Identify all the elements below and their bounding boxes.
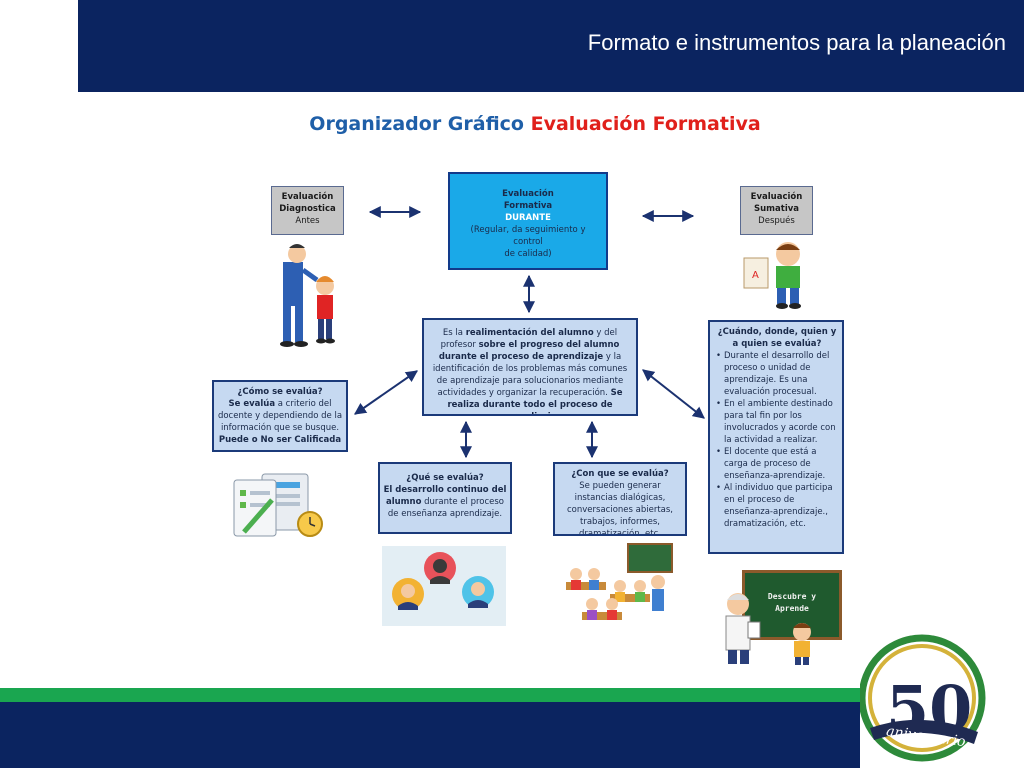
como-title: ¿Cómo se evalúa? — [237, 387, 323, 397]
con-box: ¿Con que se evalúa? Se pueden generar in… — [553, 462, 687, 536]
como-text-3: Puede o No ser Calificada — [218, 435, 342, 445]
formativa-line-5: de calidad) — [504, 249, 552, 259]
diagnostica-box: Evaluación Diagnostica Antes — [271, 186, 344, 235]
como-text-1: Se evalúa — [228, 399, 276, 409]
definition-box: Es la realimentación del alumno y del pr… — [422, 318, 638, 416]
svg-text:A: A — [752, 270, 759, 281]
cuando-box: ¿Cuándo, donde, quien y a quien se evalú… — [708, 320, 844, 554]
cuando-list: Durante el desarrollo del proceso o unid… — [715, 350, 839, 530]
cuando-title: ¿Cuándo, donde, quien y a quien se evalú… — [717, 327, 837, 349]
sumativa-line-2: Sumativa — [753, 204, 800, 214]
diagram-subtitle: Organizador Gráfico Evaluación Formativa — [0, 113, 1024, 135]
footer-green-stripe — [0, 688, 860, 702]
cuando-item: El docente que está a carga de proceso d… — [716, 446, 839, 482]
people-pins-illustration — [382, 546, 506, 626]
clipboard-clock-icon — [233, 473, 323, 537]
cuando-item: Al individuo que participa en el proceso… — [716, 482, 839, 530]
header-bar — [78, 0, 1024, 92]
chalkboard-line-1: Descubre y — [767, 592, 817, 601]
arrow-main-como — [354, 370, 418, 415]
sumativa-line-3: Después — [758, 216, 795, 226]
que-title: ¿Qué se evalúa? — [406, 473, 484, 483]
slide-title: Formato e instrumentos para la planeació… — [587, 30, 1006, 55]
definition-text-5: y la identificación de los problemas más… — [432, 352, 628, 398]
footer-bar — [0, 702, 860, 768]
subtitle-part-2: Evaluación Formativa — [530, 113, 761, 135]
diagnostica-line-3: Antes — [295, 216, 320, 226]
chalkboard: Descubre y Aprende — [742, 570, 842, 640]
que-text-2: durante el proceso de enseñanza aprendiz… — [387, 497, 505, 519]
definition-text-2: realimentación del alumno — [465, 328, 594, 338]
formativa-line-2: Formativa — [503, 201, 553, 211]
que-box: ¿Qué se evalúa? El desarrollo continuo d… — [378, 462, 512, 534]
definition-text-6: Se realiza durante todo el proceso de ap… — [447, 388, 623, 414]
como-text-2: a criterio del docente y dependiendo de … — [217, 399, 343, 433]
sumativa-line-1: Evaluación — [750, 192, 803, 202]
con-title: ¿Con que se evalúa? — [571, 469, 669, 479]
anniversary-logo-graphic: 50 aniversario — [860, 634, 986, 762]
cuando-item: En el ambiente destinado para tal fin po… — [716, 398, 839, 446]
como-box: ¿Cómo se evalúa? Se evalúa a criterio de… — [212, 380, 348, 452]
anniversary-logo: 50 aniversario — [860, 610, 1024, 768]
definition-text-1: Es la — [442, 328, 466, 338]
teacher-student-illustration — [280, 244, 335, 347]
sumativa-box: Evaluación Sumativa Después — [740, 186, 813, 235]
diagnostica-line-1: Evaluación — [281, 192, 334, 202]
chalkboard-illustration: Descubre y Aprende — [714, 566, 844, 666]
formativa-line-4: (Regular, da seguimiento y control — [470, 225, 586, 247]
classroom-illustration — [566, 543, 673, 620]
diagnostica-line-2: Diagnostica — [279, 204, 336, 214]
definition-text-4: sobre el progreso del alumno durante el … — [438, 340, 620, 362]
boy-with-exam-illustration: A — [743, 242, 801, 309]
formativa-line-1: Evaluación — [502, 189, 554, 199]
teacher-kid-figures — [725, 593, 811, 665]
cuando-item: Durante el desarrollo del proceso o unid… — [716, 350, 839, 398]
arrow-main-cuando — [642, 369, 705, 419]
chalkboard-line-2: Aprende — [775, 604, 809, 613]
con-text: Se pueden generar instancias dialógicas,… — [567, 481, 673, 536]
que-text-1: El desarrollo continuo del alumno — [383, 485, 507, 507]
subtitle-part-1: Organizador Gráfico — [309, 113, 524, 135]
formativa-line-3: DURANTE — [505, 213, 551, 223]
formativa-box: Evaluación Formativa DURANTE (Regular, d… — [448, 172, 608, 270]
definition-text-3: y del profesor — [440, 328, 618, 350]
